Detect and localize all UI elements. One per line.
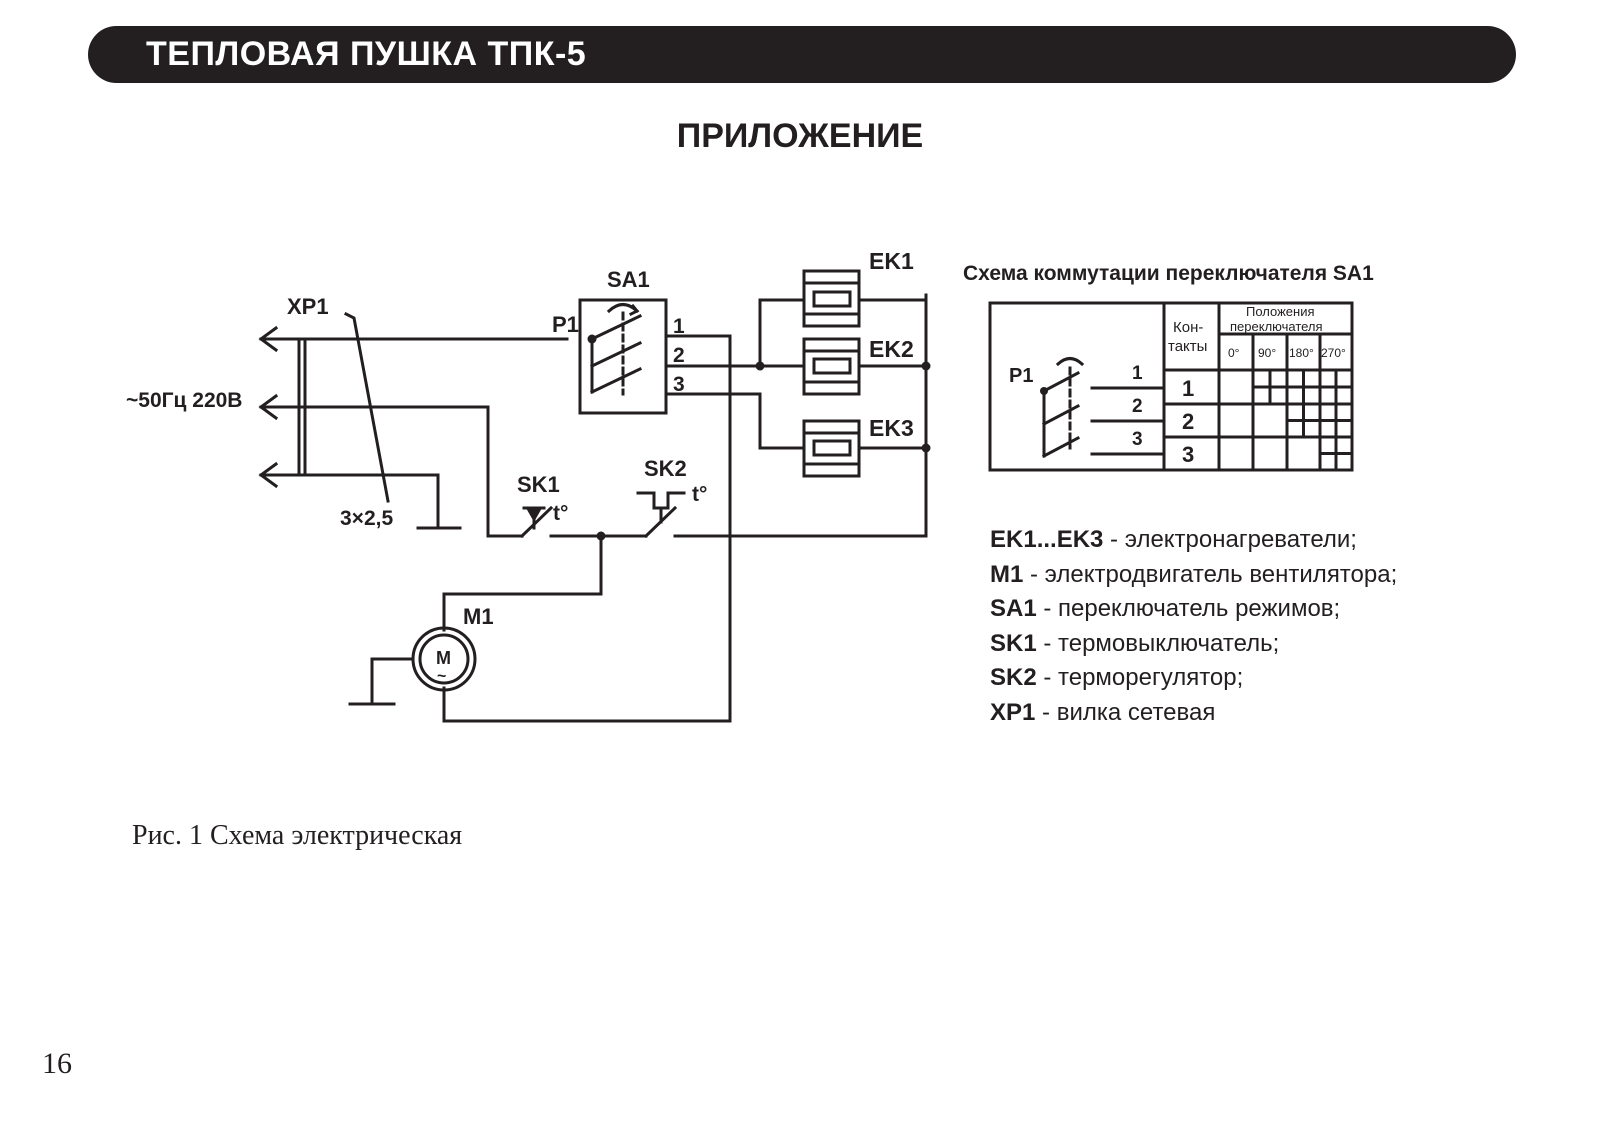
ground-symbol-plug	[416, 473, 462, 530]
contacts-header-line1: Кон-	[1173, 319, 1203, 336]
thermo-regulator-label: SK2	[644, 456, 687, 481]
motor-wiring	[442, 334, 732, 723]
supply-label: ~50Гц 220В	[126, 389, 242, 412]
motor-letter: M	[436, 648, 451, 668]
junction-dots	[526, 334, 1048, 541]
contact-label-2: 2	[673, 344, 685, 367]
legend: EK1...EK3 - электронагреватели; M1 - эле…	[990, 523, 1397, 730]
switch-table-contact-1: 1	[1132, 363, 1143, 384]
heater-label-ek3: EK3	[869, 415, 914, 441]
plug-label: XP1	[287, 294, 329, 319]
contact-label-3: 3	[673, 373, 685, 396]
heater-ek1-symbol	[802, 269, 861, 328]
switch-label: SA1	[607, 267, 650, 292]
sk1-temp-label: t°	[553, 502, 568, 525]
switch-sa1-box	[578, 298, 668, 415]
positions-header-line2: переключателя	[1230, 319, 1323, 334]
cable-label: 3×2,5	[340, 507, 393, 530]
legend-desc: - термовыключатель;	[1036, 629, 1280, 657]
section-title: ПРИЛОЖЕНИЕ	[676, 117, 924, 155]
legend-item: SK2 - терморегулятор;	[990, 661, 1397, 696]
legend-code: EK1...EK3	[990, 526, 1104, 553]
closed-contact-mark	[1253, 370, 1287, 404]
contact-label-1: 1	[673, 315, 685, 338]
ground-symbol-motor	[348, 657, 415, 706]
table-row-1-label: 1	[1182, 376, 1194, 401]
motor-outer-circle	[411, 626, 477, 692]
figure-caption: Рис. 1 Схема электрическая	[132, 820, 463, 851]
switch-table-contact-2: 2	[1132, 396, 1143, 417]
legend-desc: - переключатель режимов;	[1036, 595, 1341, 622]
legend-item: SA1 - переключатель режимов;	[990, 592, 1397, 627]
closed-contact-mark	[1320, 437, 1352, 470]
legend-desc: - электронагреватели;	[1103, 526, 1357, 553]
switch-sa1-contacts	[589, 303, 643, 396]
heater-ek3-symbol	[802, 419, 861, 478]
position-270: 270°	[1321, 346, 1346, 360]
plug-xp1-symbol	[258, 311, 569, 503]
table-row-3-label: 3	[1182, 442, 1194, 467]
closed-contact-mark	[1320, 370, 1352, 404]
switch-table-title: Схема коммутации переключателя SA1	[963, 262, 1374, 285]
sk2-temp-label: t°	[692, 483, 707, 506]
thermo-regulator-sk2-symbol	[636, 491, 686, 524]
legend-item: EK1...EK3 - электронагреватели;	[990, 523, 1397, 558]
legend-desc: - вилка сетевая	[1035, 698, 1216, 726]
document-title: ТЕПЛОВАЯ ПУШКА ТПК-5	[146, 35, 587, 73]
legend-code: SA1	[990, 595, 1037, 622]
page-number: 16	[42, 1047, 72, 1080]
positions-header-line1: Положения	[1246, 304, 1315, 319]
thermo-switch-label: SK1	[517, 472, 560, 497]
legend-code: SK1	[990, 629, 1037, 657]
legend-item: SK1 - термовыключатель;	[990, 627, 1397, 662]
contacts-header-line2: такты	[1168, 338, 1207, 355]
heater-label-ek2: EK2	[869, 336, 914, 362]
legend-code: M1	[990, 560, 1024, 588]
position-0: 0°	[1228, 346, 1240, 360]
switch-table-contact-3: 3	[1132, 429, 1143, 450]
header-bar: ТЕПЛОВАЯ ПУШКА ТПК-5	[88, 26, 1516, 83]
closed-contact-mark	[1287, 404, 1320, 437]
heater-ek2-symbol	[802, 337, 861, 396]
closed-contact-mark	[1320, 404, 1352, 437]
legend-item: XP1 - вилка сетевая	[990, 696, 1397, 731]
table-row-2-label: 2	[1182, 409, 1194, 434]
motor-inner-circle	[418, 633, 470, 685]
legend-desc: - терморегулятор;	[1036, 664, 1244, 691]
switch-table-pole-label: P1	[1009, 365, 1033, 387]
legend-desc: - электродвигатель вентилятора;	[1023, 560, 1398, 588]
motor-ac-symbol: ~	[437, 668, 446, 685]
position-180: 180°	[1289, 346, 1314, 360]
switch-table-symbol	[1041, 357, 1166, 459]
sk1-triangle	[526, 508, 542, 522]
legend-item: M1 - электродвигатель вентилятора;	[990, 558, 1397, 593]
legend-code: SK2	[990, 664, 1037, 691]
legend-code: XP1	[990, 698, 1036, 726]
motor-label: M1	[463, 604, 494, 629]
heater-label-ek1: EK1	[869, 248, 914, 274]
switch-pole-label: P1	[552, 312, 579, 337]
position-90: 90°	[1258, 346, 1276, 360]
closed-contact-mark	[1287, 370, 1320, 404]
